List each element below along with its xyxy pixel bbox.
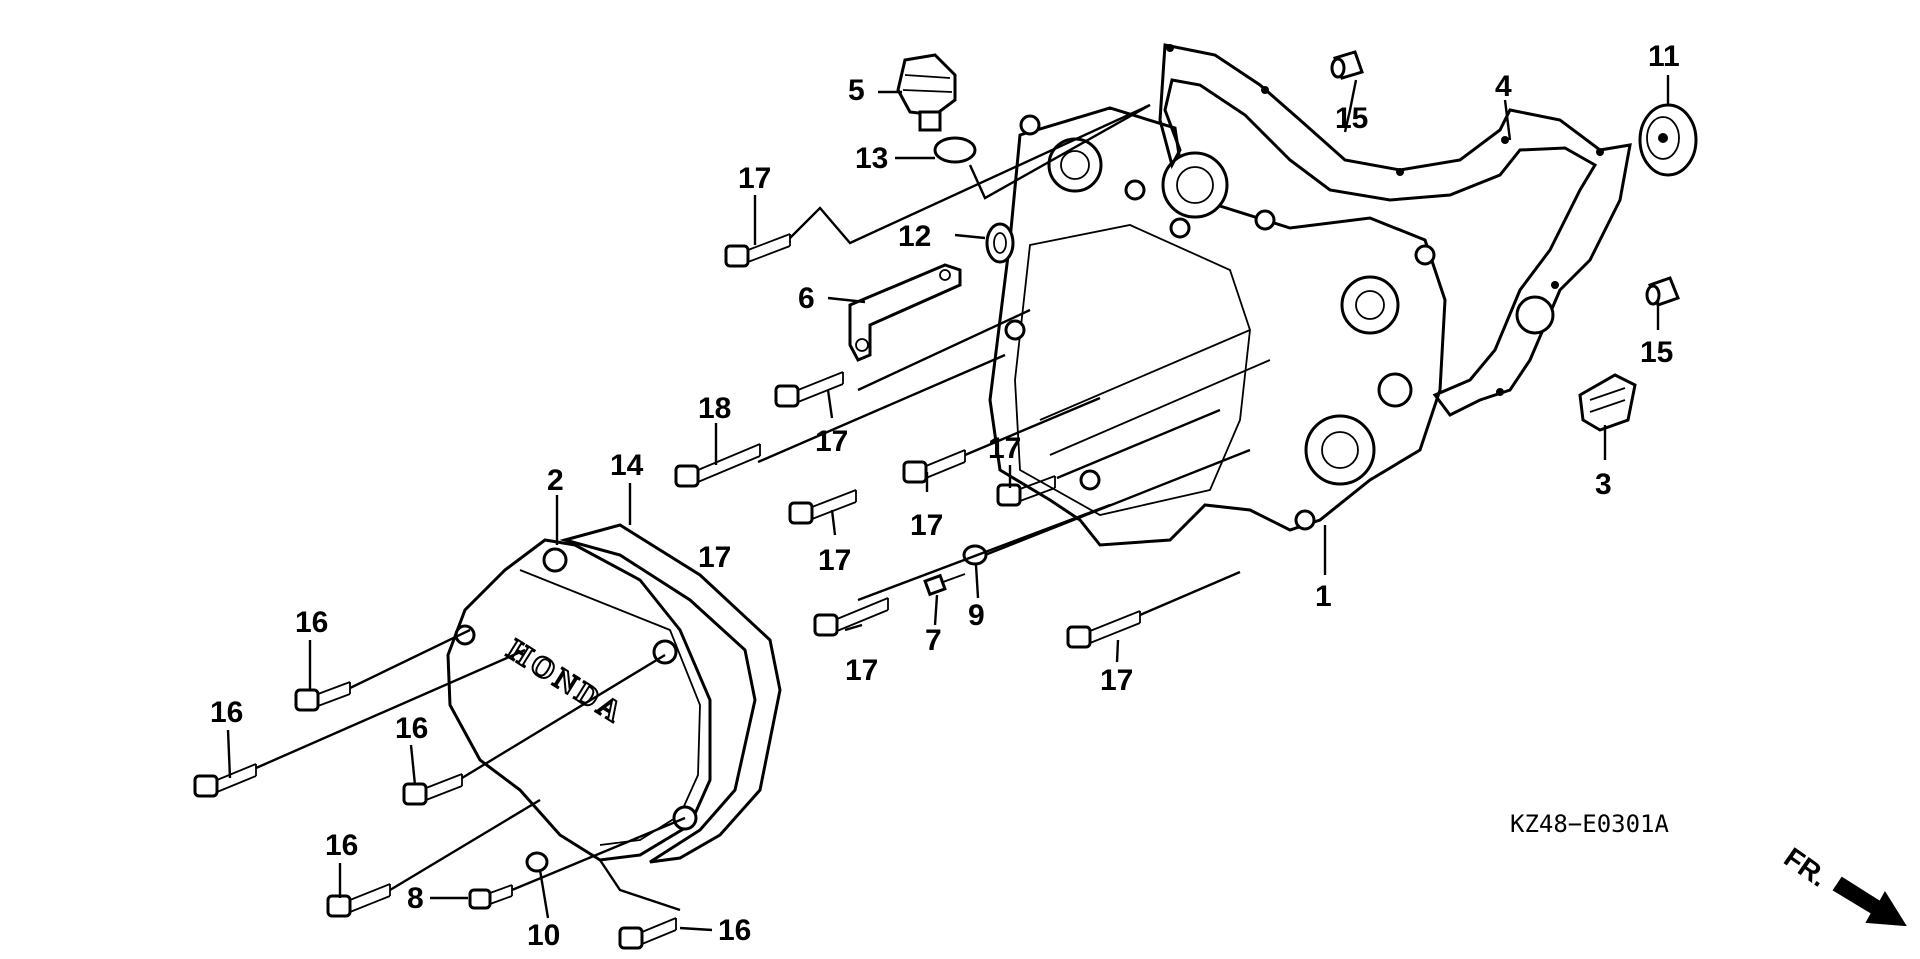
label-part-8: 8 bbox=[407, 882, 424, 915]
bolt-18 bbox=[674, 443, 761, 488]
front-direction-indicator: FR. bbox=[1779, 842, 1907, 927]
washer-lower bbox=[525, 851, 549, 873]
label-part-11: 11 bbox=[1648, 40, 1680, 73]
label-part-16-c: 16 bbox=[395, 712, 428, 745]
bolt-16e bbox=[618, 917, 677, 950]
label-part-16-a: 16 bbox=[295, 606, 328, 639]
label-part-17-a: 17 bbox=[738, 162, 771, 195]
label-part-17-d: 17 bbox=[910, 509, 943, 542]
o-ring bbox=[933, 136, 977, 164]
bolt-17c bbox=[788, 489, 857, 525]
label-part-17-c: 17 bbox=[988, 432, 1021, 465]
label-part-16-b: 16 bbox=[210, 696, 243, 729]
dowel-pin-upper bbox=[1330, 50, 1364, 80]
label-part-16-e: 16 bbox=[718, 914, 751, 947]
cover-gasket bbox=[1158, 43, 1632, 417]
label-part-6: 6 bbox=[798, 282, 815, 315]
label-part-4: 4 bbox=[1495, 70, 1512, 103]
label-part-17-b: 17 bbox=[815, 425, 848, 458]
label-part-3: 3 bbox=[1595, 468, 1612, 501]
bolt-8 bbox=[468, 884, 513, 910]
part-labels: 1 2 3 4 5 6 7 8 9 10 11 12 13 14 15 15 1… bbox=[210, 40, 1680, 952]
bolt-16a bbox=[294, 681, 351, 712]
bolt-16c bbox=[402, 773, 463, 806]
label-part-17-h: 17 bbox=[698, 541, 731, 574]
front-label: FR. bbox=[1779, 842, 1834, 893]
direction-arrow-icon bbox=[1832, 876, 1907, 927]
label-part-17-e: 17 bbox=[818, 544, 851, 577]
label-part-14: 14 bbox=[610, 449, 644, 482]
oil-seal bbox=[985, 222, 1015, 264]
dowel-pin-lower bbox=[1645, 276, 1680, 307]
clutch-cover: HONDA bbox=[446, 538, 712, 862]
crankcase-cover bbox=[988, 106, 1447, 547]
bolt-17a bbox=[724, 233, 791, 268]
label-part-18: 18 bbox=[698, 392, 731, 425]
bolt-17d bbox=[902, 449, 966, 484]
label-part-10: 10 bbox=[527, 919, 560, 952]
bearing bbox=[1638, 103, 1698, 177]
label-part-1: 1 bbox=[1315, 580, 1332, 613]
bolt-17f bbox=[813, 597, 889, 637]
label-part-16-d: 16 bbox=[325, 829, 358, 862]
diagram-code: KZ48−E0301A bbox=[1510, 810, 1669, 838]
bolt-16d bbox=[326, 883, 391, 918]
bolt-17g bbox=[1066, 610, 1141, 649]
label-part-15-lower: 15 bbox=[1640, 336, 1673, 369]
small-bolt bbox=[923, 573, 966, 597]
bolt-17b bbox=[774, 371, 844, 408]
label-part-2: 2 bbox=[547, 464, 564, 497]
label-part-13: 13 bbox=[855, 142, 888, 175]
label-part-7: 7 bbox=[925, 624, 942, 657]
leader-lines bbox=[226, 75, 1670, 932]
label-part-9: 9 bbox=[968, 599, 985, 632]
label-part-15-upper: 15 bbox=[1335, 102, 1368, 135]
clutch-cover-gasket bbox=[559, 523, 782, 864]
label-part-12: 12 bbox=[898, 220, 931, 253]
inspection-window bbox=[1578, 373, 1637, 432]
label-part-17-g: 17 bbox=[1100, 664, 1133, 697]
label-part-5: 5 bbox=[848, 74, 865, 107]
oil-filler-cap bbox=[896, 53, 957, 132]
bolt-16b bbox=[193, 763, 257, 798]
label-part-17-f: 17 bbox=[845, 654, 878, 687]
bracket bbox=[848, 263, 962, 362]
